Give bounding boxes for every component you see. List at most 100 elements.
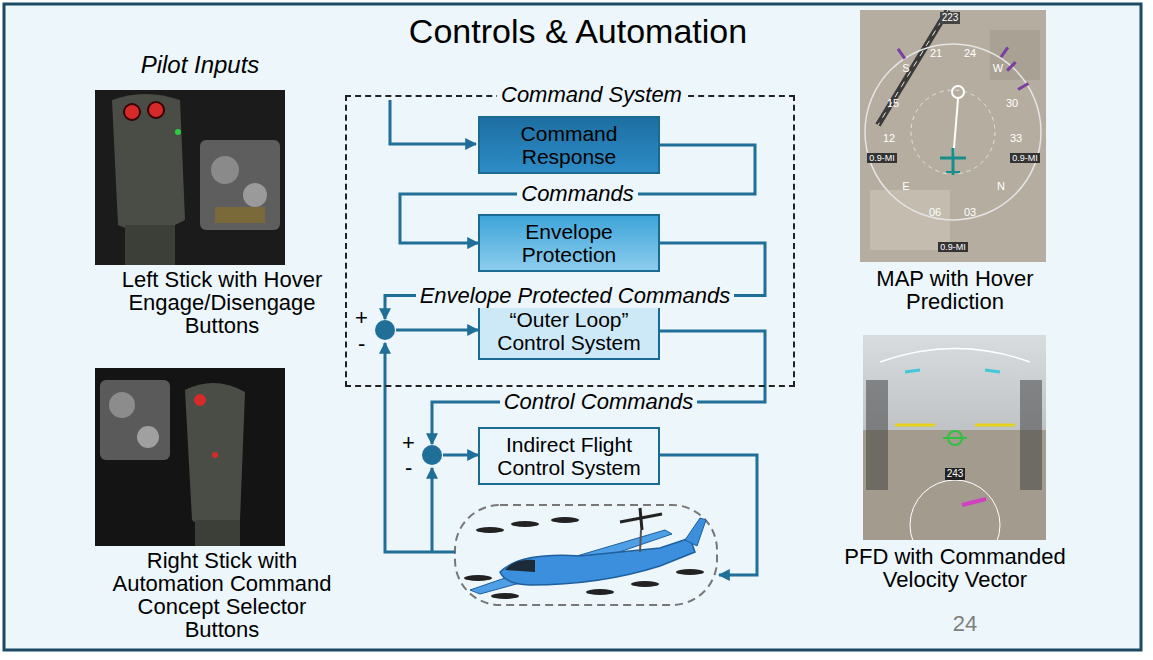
aircraft-illustration-part <box>500 538 695 585</box>
left-stick-photo-part <box>95 90 285 265</box>
input-label: Pilot Inputs <box>125 52 275 77</box>
box-text: Envelope Protection <box>488 220 650 266</box>
pfd-display-part <box>943 437 967 439</box>
aircraft-illustration-part <box>511 521 539 527</box>
pfd-display-part <box>975 424 1015 427</box>
pfd-display-part <box>905 370 920 372</box>
junction-outline <box>374 319 396 341</box>
left-stick-photo-part <box>200 140 280 230</box>
map-display-part <box>946 171 960 173</box>
box-text: “Outer Loop” Control System <box>488 308 650 354</box>
pfd-display-part <box>895 424 935 427</box>
right-stick-photo-part <box>194 394 206 406</box>
compass-label: 06 <box>929 206 941 219</box>
pfd-display-part <box>880 349 1030 363</box>
compass-label: 24 <box>964 47 976 60</box>
aircraft-illustration <box>455 505 717 605</box>
pfd-display-part <box>866 380 888 490</box>
range-label: 0.9-MI <box>938 242 968 252</box>
left-stick-photo-part <box>125 225 175 265</box>
process-box: Command Response <box>478 116 660 174</box>
compass-label: 12 <box>883 132 895 145</box>
map-display-part <box>952 86 964 98</box>
signal-wires <box>385 100 757 575</box>
compass-label: 33 <box>1010 132 1022 145</box>
map-display-part <box>911 90 995 174</box>
range-label: 0.9-MI <box>1010 153 1040 163</box>
photo-caption: Left Stick with Hover Engage/Disengage B… <box>102 268 342 337</box>
aircraft-illustration-part <box>464 575 492 581</box>
map-display-part <box>865 44 1041 220</box>
photo-caption: MAP with Hover Prediction <box>858 267 1052 313</box>
map-display-part <box>952 148 955 175</box>
range-label: 0.9-MI <box>867 153 897 163</box>
signal-connector <box>396 329 478 332</box>
box-text: Command Response <box>488 122 650 168</box>
map-display-part <box>990 30 1040 80</box>
signal-wires-part <box>431 468 434 552</box>
sign-symbol: + <box>402 432 415 454</box>
slide-frame-part <box>4 4 1141 650</box>
photo-caption: Right Stick with Automation Command Conc… <box>102 549 342 641</box>
left-stick-photo-part <box>112 94 185 231</box>
compass-label: 15 <box>887 97 899 110</box>
signal-wires-part <box>390 100 476 144</box>
pfd-display <box>863 335 1046 540</box>
junction-outline <box>421 444 443 466</box>
signal-label: Envelope Protected Commands <box>416 284 735 308</box>
aircraft-illustration-part <box>640 530 641 552</box>
left-stick-photo-part <box>243 183 267 207</box>
sign-symbol: - <box>358 333 365 355</box>
slide-title: Controls & Automation <box>328 12 828 51</box>
left-stick-photo <box>95 90 285 265</box>
right-stick-photo-part <box>137 426 159 448</box>
subsystem-group: Command SystemCommand ResponseEnvelope P… <box>345 95 795 387</box>
map-display-part <box>860 10 1046 262</box>
aircraft-illustration-part <box>676 569 704 575</box>
compass-label: 03 <box>964 206 976 219</box>
left-stick-photo-part <box>124 104 140 120</box>
signal-label: Control Commands <box>500 390 698 414</box>
aircraft-illustration-part <box>476 527 504 533</box>
sign-symbol: - <box>405 457 412 479</box>
aircraft-illustration-part <box>551 517 579 523</box>
aircraft-illustration-part <box>586 589 614 595</box>
signal-connector <box>443 454 478 457</box>
junction-circle <box>422 445 442 465</box>
compass-label: 21 <box>930 47 942 60</box>
right-stick-photo-part <box>185 383 245 530</box>
slide-frame <box>4 4 1141 650</box>
aircraft-illustration-part <box>685 518 706 546</box>
right-stick-photo-part <box>95 368 285 546</box>
left-stick-photo-part <box>148 102 164 118</box>
compass-label: N <box>997 180 1005 193</box>
compass-label: E <box>902 180 909 193</box>
process-box: Envelope Protection <box>478 214 660 272</box>
summing-junction: +- <box>421 444 443 466</box>
group-heading: Command System <box>497 82 686 108</box>
aircraft-illustration-part <box>491 593 519 599</box>
pfd-display-part <box>962 499 986 505</box>
right-stick-photo-part <box>195 520 240 546</box>
right-stick-photo-part <box>100 380 170 460</box>
pfd-display-part <box>1020 380 1042 490</box>
map-display-part <box>878 10 948 125</box>
junction-circle <box>375 320 395 340</box>
photo-caption: PFD with Commanded Velocity Vector <box>825 545 1085 591</box>
map-display-part <box>1000 47 1009 59</box>
signal-label: Commands <box>517 182 637 206</box>
pfd-display-part <box>863 335 1046 540</box>
pfd-display-part <box>985 370 1000 372</box>
heading-readout: 243 <box>945 468 966 480</box>
aircraft-illustration-part <box>631 581 659 587</box>
signal-wires-part <box>385 343 455 552</box>
left-stick-photo-part <box>215 207 265 223</box>
map-display <box>860 10 1046 262</box>
sign-symbol: + <box>355 307 368 329</box>
compass-label: W <box>993 62 1003 75</box>
process-box: “Outer Loop” Control System <box>478 302 660 360</box>
map-display-part <box>1006 61 1017 72</box>
signal-wires-part <box>660 455 757 575</box>
